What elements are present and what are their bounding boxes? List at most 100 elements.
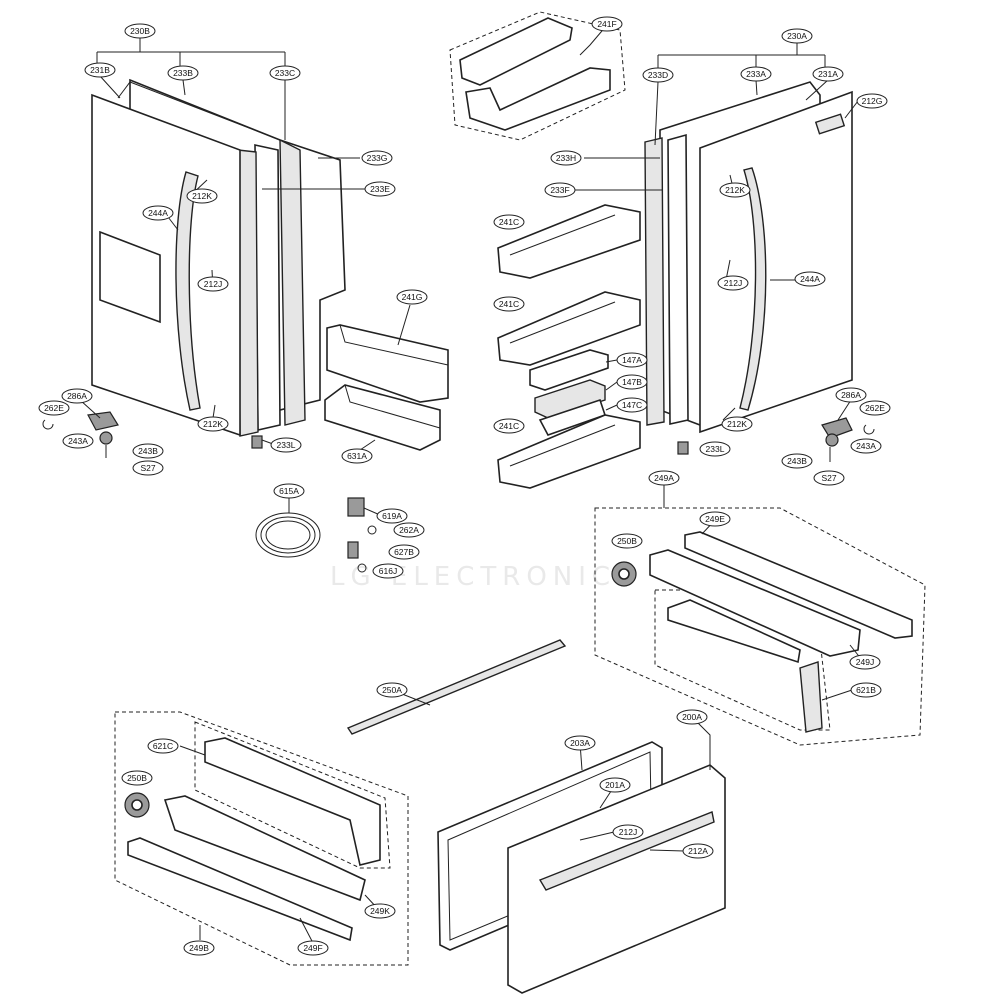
callout-243B-right: 243B xyxy=(781,453,813,469)
svg-text:147C: 147C xyxy=(622,400,642,410)
svg-text:231B: 231B xyxy=(90,65,110,75)
callout-241G: 241G xyxy=(396,289,428,305)
callout-286A-right: 286A xyxy=(835,387,867,403)
svg-text:147B: 147B xyxy=(622,377,642,387)
callout-230A: 230A xyxy=(781,28,813,44)
callout-621B: 621B xyxy=(850,682,882,698)
svg-text:241F: 241F xyxy=(597,19,616,29)
callout-249K: 249K xyxy=(364,903,396,919)
callout-212J-right: 212J xyxy=(717,275,749,291)
callout-233A: 233A xyxy=(740,66,772,82)
svg-text:249A: 249A xyxy=(654,473,674,483)
callout-249A: 249A xyxy=(648,470,680,486)
left-clip xyxy=(42,419,54,430)
left-door-gasket-inner xyxy=(254,144,281,431)
left-door-front-panel xyxy=(91,93,241,437)
svg-text:212J: 212J xyxy=(204,279,222,289)
callout-262E-left: 262E xyxy=(38,400,70,416)
svg-text:233L: 233L xyxy=(277,440,296,450)
callout-249J: 249J xyxy=(849,654,881,670)
bin-241F-outline xyxy=(449,11,626,141)
callout-619A: 619A xyxy=(376,508,408,524)
svg-text:212G: 212G xyxy=(862,96,883,106)
left-hinge xyxy=(87,411,119,431)
svg-text:627B: 627B xyxy=(394,547,414,557)
svg-text:262A: 262A xyxy=(399,525,419,535)
svg-text:243A: 243A xyxy=(68,436,88,446)
left-door-handle xyxy=(175,171,201,411)
svg-text:233C: 233C xyxy=(275,68,295,78)
callout-241C-2: 241C xyxy=(493,296,525,312)
callout-212K-left-bottom: 212K xyxy=(197,416,229,432)
right-door-handle xyxy=(739,167,767,411)
callout-233L-left: 233L xyxy=(270,437,302,453)
bracket-249K xyxy=(163,795,366,902)
svg-text:250B: 250B xyxy=(127,773,147,783)
right-door-assembly xyxy=(644,81,875,462)
callout-249B: 249B xyxy=(183,940,215,956)
callout-200A: 200A xyxy=(676,709,708,725)
callout-250B-left: 250B xyxy=(121,770,153,786)
callout-147A: 147A xyxy=(616,352,648,368)
callout-147B: 147B xyxy=(616,374,648,390)
svg-text:244A: 244A xyxy=(800,274,820,284)
svg-text:250B: 250B xyxy=(617,536,637,546)
right-clip xyxy=(863,424,875,435)
svg-text:262E: 262E xyxy=(865,403,885,413)
callout-147C: 147C xyxy=(616,397,648,413)
svg-text:S27: S27 xyxy=(140,463,155,473)
left-door-gasket-strip xyxy=(279,138,306,426)
part-616J xyxy=(357,563,367,573)
rail-249B-outline xyxy=(114,711,409,966)
callout-616J: 616J xyxy=(372,563,404,579)
left-hinge-washer xyxy=(99,431,113,445)
egg-tray-147B xyxy=(534,379,606,419)
svg-text:212J: 212J xyxy=(724,278,742,288)
bin-241C-2 xyxy=(497,291,641,366)
callout-212K-right-top: 212K xyxy=(719,182,751,198)
callout-241F: 241F xyxy=(591,16,623,32)
rail-249E xyxy=(684,531,913,639)
left-door-assembly xyxy=(42,78,346,458)
svg-text:621B: 621B xyxy=(856,685,876,695)
callout-621C: 621C xyxy=(147,738,179,754)
svg-text:230B: 230B xyxy=(130,26,150,36)
svg-text:249B: 249B xyxy=(189,943,209,953)
svg-text:243A: 243A xyxy=(856,441,876,451)
leader-lines xyxy=(79,24,863,944)
svg-text:241C: 241C xyxy=(499,217,519,227)
connector-627B xyxy=(347,541,359,559)
screw-262A xyxy=(367,525,377,535)
right-door-badge xyxy=(814,113,846,135)
svg-text:233B: 233B xyxy=(173,68,193,78)
callout-212K-left-top: 212K xyxy=(186,188,218,204)
svg-text:616J: 616J xyxy=(379,566,397,576)
svg-text:230A: 230A xyxy=(787,31,807,41)
right-door-gasket-strip xyxy=(644,137,665,426)
callout-244A-right: 244A xyxy=(794,271,826,287)
callout-233B: 233B xyxy=(167,65,199,81)
bin-241C-1 xyxy=(497,204,641,279)
rail-assembly-249A xyxy=(594,507,926,746)
callout-212A: 212A xyxy=(682,843,714,859)
callout-249E: 249E xyxy=(699,511,731,527)
right-door-front-panel xyxy=(699,90,853,434)
wire-harness xyxy=(255,497,377,573)
callout-627B: 627B xyxy=(388,544,420,560)
callout-212J-bottom: 212J xyxy=(612,824,644,840)
callouts: 230B 231B 233B 233C 233G 233E 212K 244A … xyxy=(38,16,891,956)
svg-text:212K: 212K xyxy=(725,185,745,195)
callout-230B: 230B xyxy=(124,23,156,39)
callout-233E: 233E xyxy=(364,181,396,197)
bar-250A xyxy=(346,639,567,735)
right-hinge xyxy=(821,417,853,439)
callout-243A-left: 243A xyxy=(62,433,94,449)
callout-231A: 231A xyxy=(812,66,844,82)
svg-text:S27: S27 xyxy=(821,473,836,483)
left-door-dispenser xyxy=(99,230,161,324)
svg-text:231A: 231A xyxy=(818,69,838,79)
svg-text:244A: 244A xyxy=(148,208,168,218)
svg-text:621C: 621C xyxy=(153,741,173,751)
svg-text:241C: 241C xyxy=(499,421,519,431)
